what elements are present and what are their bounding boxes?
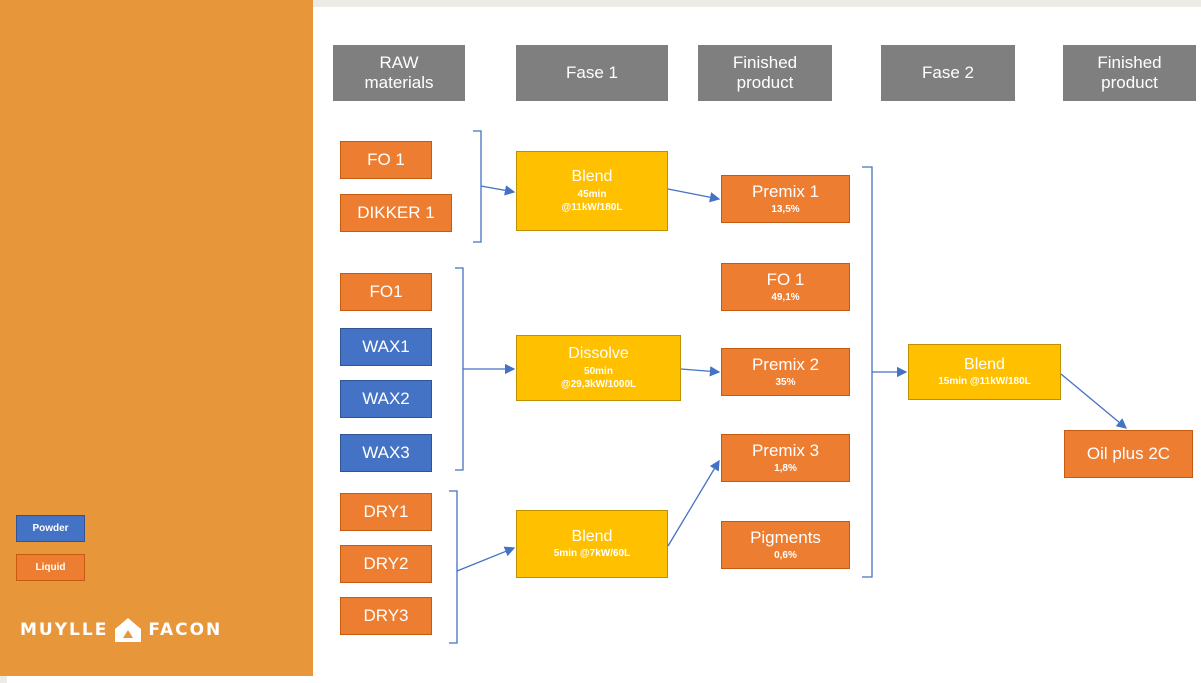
header-fase-1: Fase 1 xyxy=(516,45,668,101)
legend-powder: Powder xyxy=(16,515,85,542)
header-raw-materials: RAW materials xyxy=(333,45,465,101)
raw-material-dry3: DRY3 xyxy=(340,597,432,635)
final-product-oil-plus-2c: Oil plus 2C xyxy=(1064,430,1193,478)
raw-material-fo-1: FO 1 xyxy=(340,141,432,179)
house-logo-icon xyxy=(115,618,142,642)
raw-material-wax3: WAX3 xyxy=(340,434,432,472)
header-finished-product-2: Finished product xyxy=(1063,45,1196,101)
fase1-dissolve: Dissolve 50min @29,3kW/1000L xyxy=(516,335,681,401)
header-finished-product-1: Finished product xyxy=(698,45,832,101)
raw-material-wax1: WAX1 xyxy=(340,328,432,366)
logo: MUYLLE FACON xyxy=(20,610,290,650)
legend-liquid: Liquid xyxy=(16,554,85,581)
raw-material-dry1: DRY1 xyxy=(340,493,432,531)
fase2-blend: Blend 15min @11kW/180L xyxy=(908,344,1061,400)
raw-material-dikker-1: DIKKER 1 xyxy=(340,194,452,232)
raw-material-fo1: FO1 xyxy=(340,273,432,311)
header-fase-2: Fase 2 xyxy=(881,45,1015,101)
fase1-blend-premix1: Blend 45min @11kW/180L xyxy=(516,151,668,231)
raw-material-dry2: DRY2 xyxy=(340,545,432,583)
raw-material-wax2: WAX2 xyxy=(340,380,432,418)
fase1-blend-premix3: Blend 5min @7kW/60L xyxy=(516,510,668,578)
